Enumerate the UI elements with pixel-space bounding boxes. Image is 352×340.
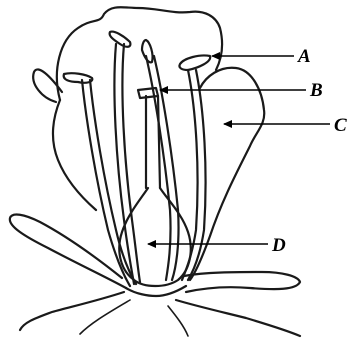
label-d: D: [271, 235, 286, 256]
style: [146, 96, 160, 188]
label-a: A: [297, 46, 311, 67]
anther-1: [64, 73, 93, 83]
anther-3: [142, 40, 153, 62]
lower-left-sepal: [20, 292, 124, 330]
anther-4: [179, 55, 210, 70]
lower-right-sepal-inner: [168, 306, 188, 336]
receptacle: [126, 286, 186, 296]
lower-right-sepal: [184, 272, 300, 292]
back-petal-left-edge: [53, 100, 96, 210]
lower-left-petal: [10, 215, 126, 288]
lower-left-sepal-inner: [80, 300, 130, 334]
anther-2: [110, 32, 131, 47]
label-c: C: [334, 115, 347, 136]
stamen-filament-4: [182, 70, 206, 280]
label-b: B: [309, 80, 323, 101]
lower-right-sepal-bottom: [176, 300, 300, 336]
